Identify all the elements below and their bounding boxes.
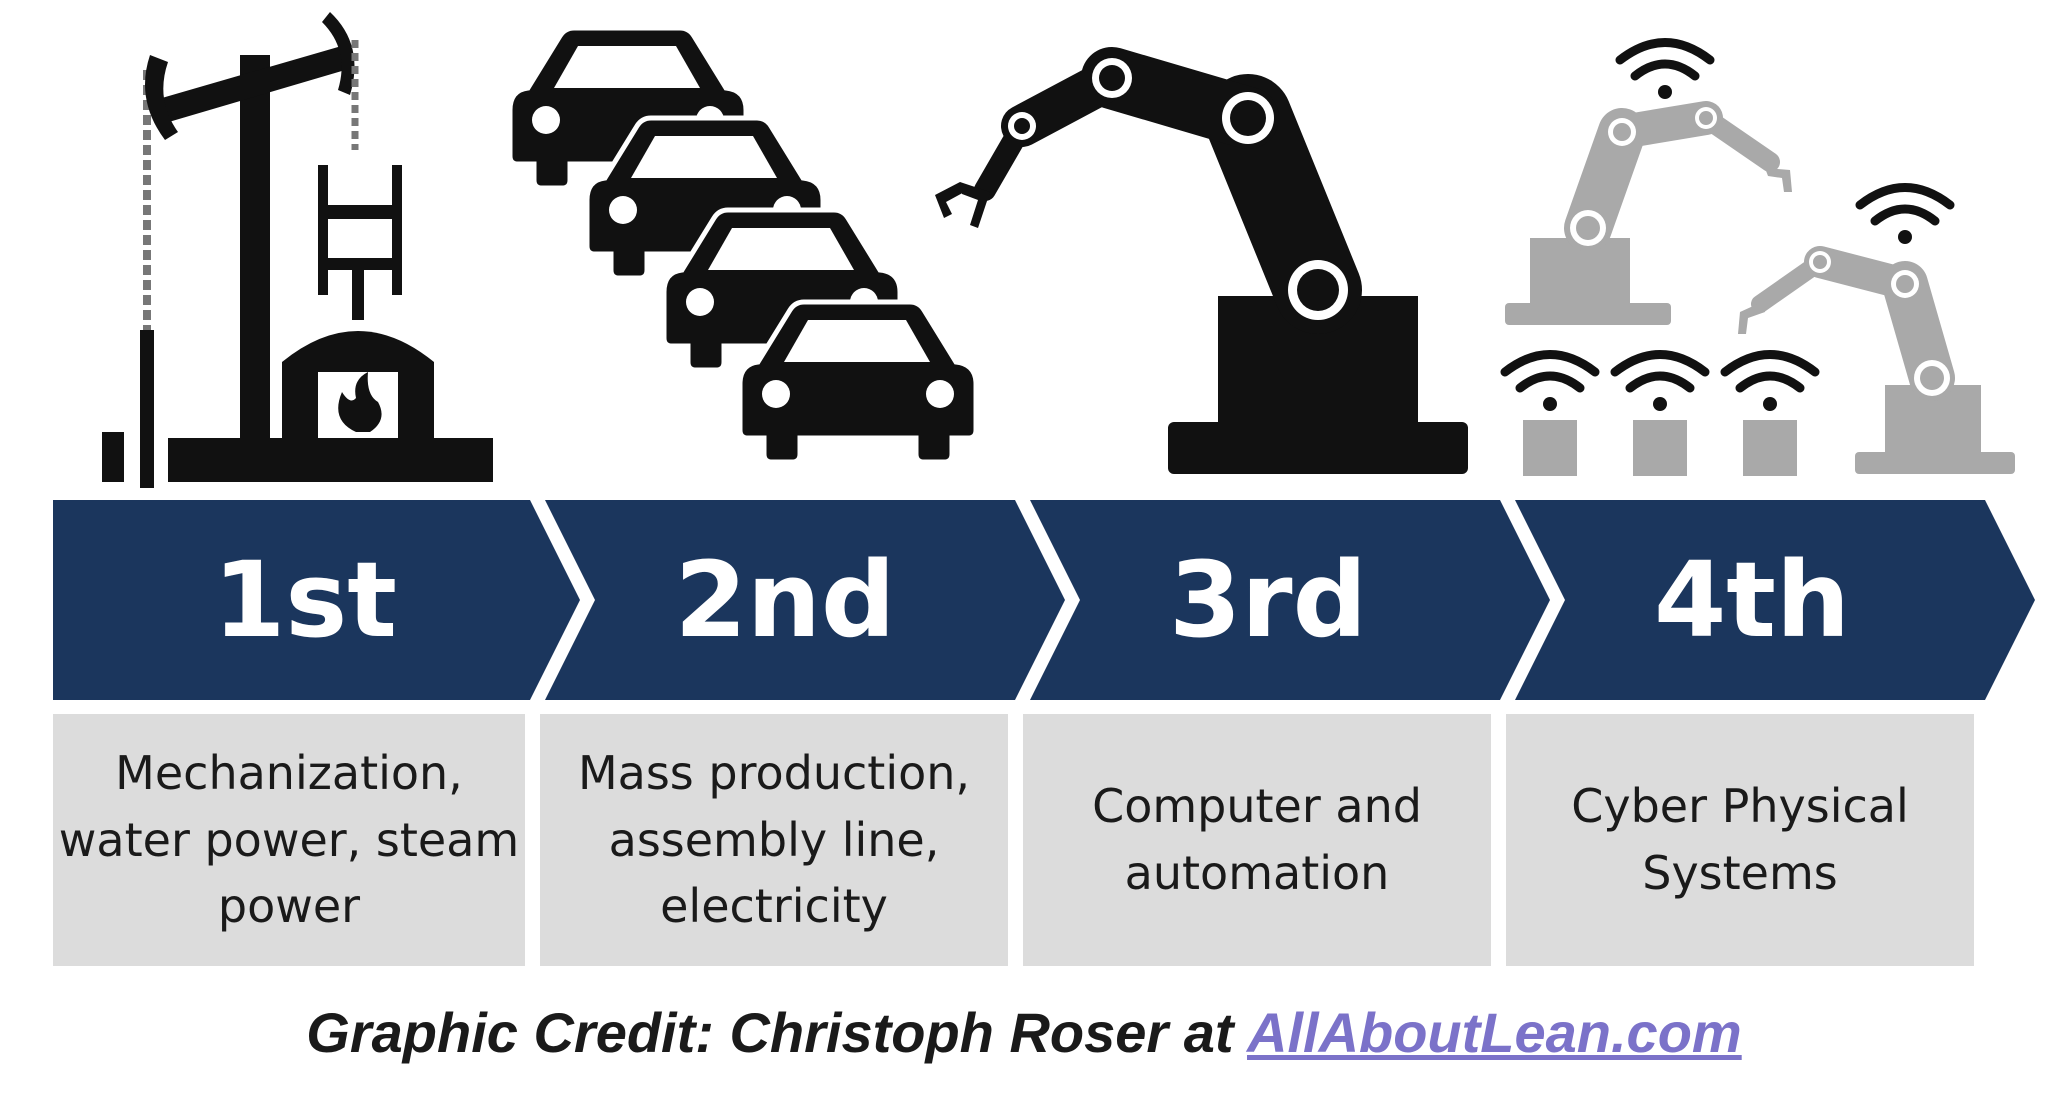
description-2nd: Mass production, assembly line, electric… (540, 714, 1008, 966)
description-4th: Cyber Physical Systems (1506, 714, 1974, 966)
credit-link[interactable]: AllAboutLean.com (1247, 1001, 1742, 1064)
industrial-robot-arm-icon (935, 47, 1468, 474)
era-label-1st: 1st (213, 539, 397, 661)
car-assembly-line-icon (507, 25, 979, 465)
description-text-1st: Mechanization, water power, steam power (58, 745, 520, 934)
description-text-2nd: Mass production, assembly line, electric… (577, 745, 971, 934)
description-text-4th: Cyber Physical Systems (1571, 779, 1909, 900)
credit-prefix: Graphic Credit: Christoph Roser at (306, 1001, 1248, 1064)
connected-robots-wifi-icon (1500, 38, 2015, 476)
chevron-4th (1515, 500, 2035, 700)
chevron-1st (53, 500, 580, 700)
era-label-2nd: 2nd (675, 539, 896, 661)
chevron-band: 1st 2nd 3rd 4th (53, 500, 2035, 700)
description-3rd: Computer and automation (1023, 714, 1491, 966)
chevron-2nd (545, 500, 1065, 700)
chevron-3rd (1030, 500, 1550, 700)
graphic-credit: Graphic Credit: Christoph Roser at AllAb… (0, 1000, 2048, 1065)
oil-pump-steam-engine-icon (102, 12, 493, 488)
era-label-3rd: 3rd (1169, 539, 1367, 661)
description-text-3rd: Computer and automation (1092, 779, 1422, 900)
description-1st: Mechanization, water power, steam power (53, 714, 525, 966)
era-label-4th: 4th (1654, 539, 1850, 661)
